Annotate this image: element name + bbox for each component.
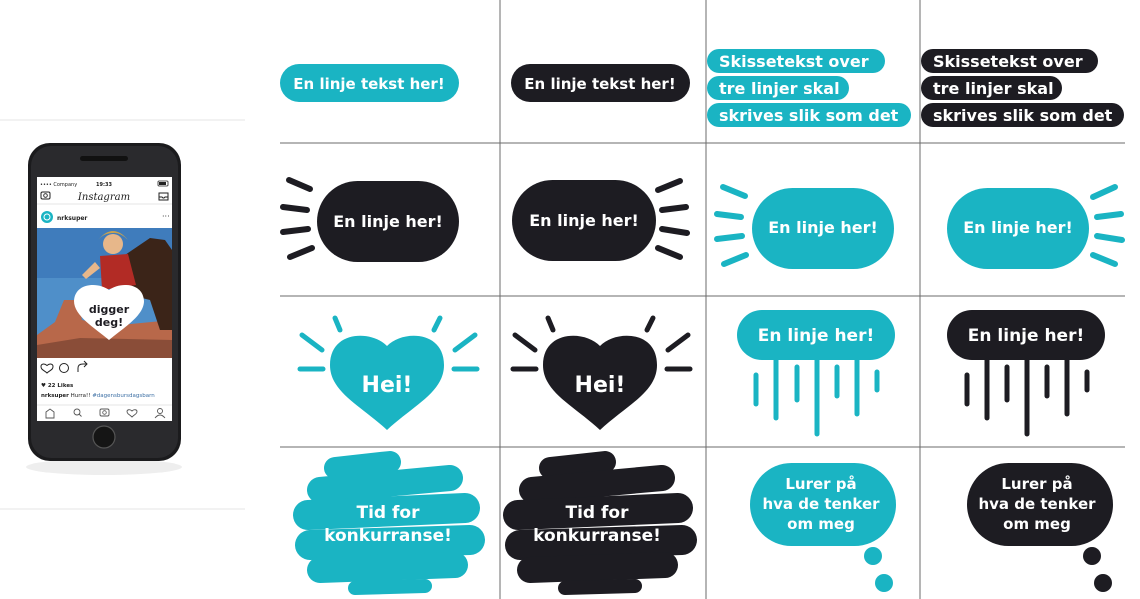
sticker-shout-teal-right[interactable]: En linje her! [947,184,1125,269]
comment-icon[interactable] [59,363,69,373]
blob-black-line1: Tid for [566,503,630,523]
three-lines-teal-line1: Skissetekst over [719,52,869,71]
post-photo [37,228,172,358]
phone-mockup-panel: •••• Company 19:33 Instagram nrksuper ··… [0,119,245,510]
sticker-grid: En linje tekst her! En linje tekst her! … [280,0,1125,599]
think-black-line3: om meg [1003,515,1071,533]
post-username[interactable]: nrksuper [57,215,87,222]
sticker-shout-black-right[interactable]: En linje her! [512,178,690,261]
battery-icon [157,180,169,187]
camera-header-icon[interactable] [40,191,51,200]
think-teal-line3: om meg [787,515,855,533]
sticker-blob-teal[interactable]: Tid for konkurranse! [293,451,485,595]
shout-black-right-text: En linje her! [529,211,639,230]
sticker-one-line-teal[interactable]: En linje tekst her! [280,64,459,102]
profile-icon[interactable] [154,408,166,419]
avatar[interactable] [41,211,53,223]
three-lines-teal-line3: skrives slik som det [719,106,899,125]
sticker-shout-black-left[interactable]: En linje her! [280,177,459,262]
think-teal-line2: hva de tenker [762,495,880,513]
camera-icon[interactable] [99,408,110,417]
rain-teal-text: En linje her! [758,326,874,346]
think-teal-line1: Lurer på [785,475,856,493]
sticker-rain-teal[interactable]: En linje her! [737,310,895,437]
photo-heart-text-line1: digger [89,303,130,316]
app-title: Instagram [77,192,130,203]
shout-teal-left-text: En linje her! [768,218,878,237]
inbox-icon[interactable] [158,192,169,201]
blob-teal-line2: konkurranse! [324,526,452,546]
status-time: 19:33 [96,182,112,188]
blob-teal-line1: Tid for [357,503,421,523]
heart-black-text: Hei! [575,373,626,398]
think-black-line2: hva de tenker [978,495,1096,513]
more-options-icon[interactable]: ··· [162,212,170,221]
heart-icon[interactable] [126,409,138,418]
shout-teal-right-text: En linje her! [963,218,1073,237]
blob-black-line2: konkurranse! [533,526,661,546]
share-icon[interactable] [77,360,88,372]
sticker-one-line-black-text: En linje tekst her! [524,75,675,93]
photo-heart-text-line2: deg! [95,316,123,329]
like-icon[interactable] [40,363,54,374]
home-icon[interactable] [45,408,55,419]
likes-count: ♥ 22 Likes [41,383,74,389]
think-black-line1: Lurer på [1001,475,1072,493]
shout-black-left-text: En linje her! [333,212,443,231]
three-lines-black-line1: Skissetekst over [933,52,1083,71]
status-carrier: •••• Company [40,182,77,188]
sticker-blob-black[interactable]: Tid for konkurranse! [503,451,697,595]
sticker-one-line-black[interactable]: En linje tekst her! [511,64,690,102]
sticker-one-line-teal-text: En linje tekst her! [293,75,444,93]
grid-lines [280,0,1125,599]
sticker-think-black[interactable]: Lurer på hva de tenker om meg [967,463,1113,592]
sticker-shout-teal-left[interactable]: En linje her! [714,184,894,269]
search-icon[interactable] [73,408,82,417]
sticker-heart-black[interactable]: Hei! [510,315,693,430]
post-caption: nrksuper Hurra!! #dagensbursdagsbarn [41,393,155,399]
sticker-think-teal[interactable]: Lurer på hva de tenker om meg [750,463,896,592]
heart-teal-text: Hei! [362,373,413,398]
sticker-heart-teal[interactable]: Hei! [297,315,480,430]
three-lines-teal-line2: tre linjer skal [719,79,840,98]
sticker-three-lines-black[interactable]: Skissetekst over tre linjer skal skrives… [921,49,1124,127]
three-lines-black-line2: tre linjer skal [933,79,1054,98]
sticker-rain-black[interactable]: En linje her! [947,310,1105,437]
three-lines-black-line3: skrives slik som det [933,106,1113,125]
rain-black-text: En linje her! [968,326,1084,346]
sticker-three-lines-teal[interactable]: Skissetekst over tre linjer skal skrives… [707,49,911,127]
